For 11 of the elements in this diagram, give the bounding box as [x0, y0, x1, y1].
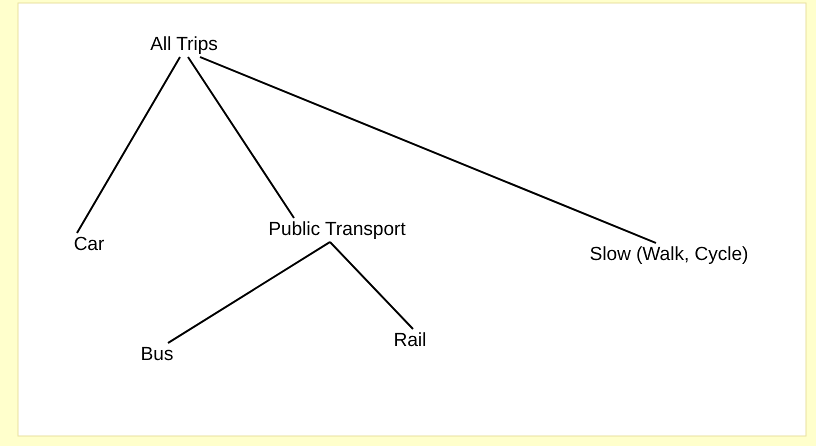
node-label: Rail: [384, 329, 436, 353]
connector-line: [187, 56, 295, 219]
connector-line: [329, 241, 414, 330]
node-label: Slow (Walk, Cycle): [550, 243, 788, 267]
connector-line: [76, 56, 181, 234]
node-label: Bus: [132, 343, 182, 367]
node-label: All Trips: [136, 33, 232, 57]
node-label: Car: [68, 233, 110, 257]
connector-line: [200, 56, 656, 244]
node-label: Public Transport: [230, 218, 444, 242]
connector-line: [167, 241, 331, 344]
